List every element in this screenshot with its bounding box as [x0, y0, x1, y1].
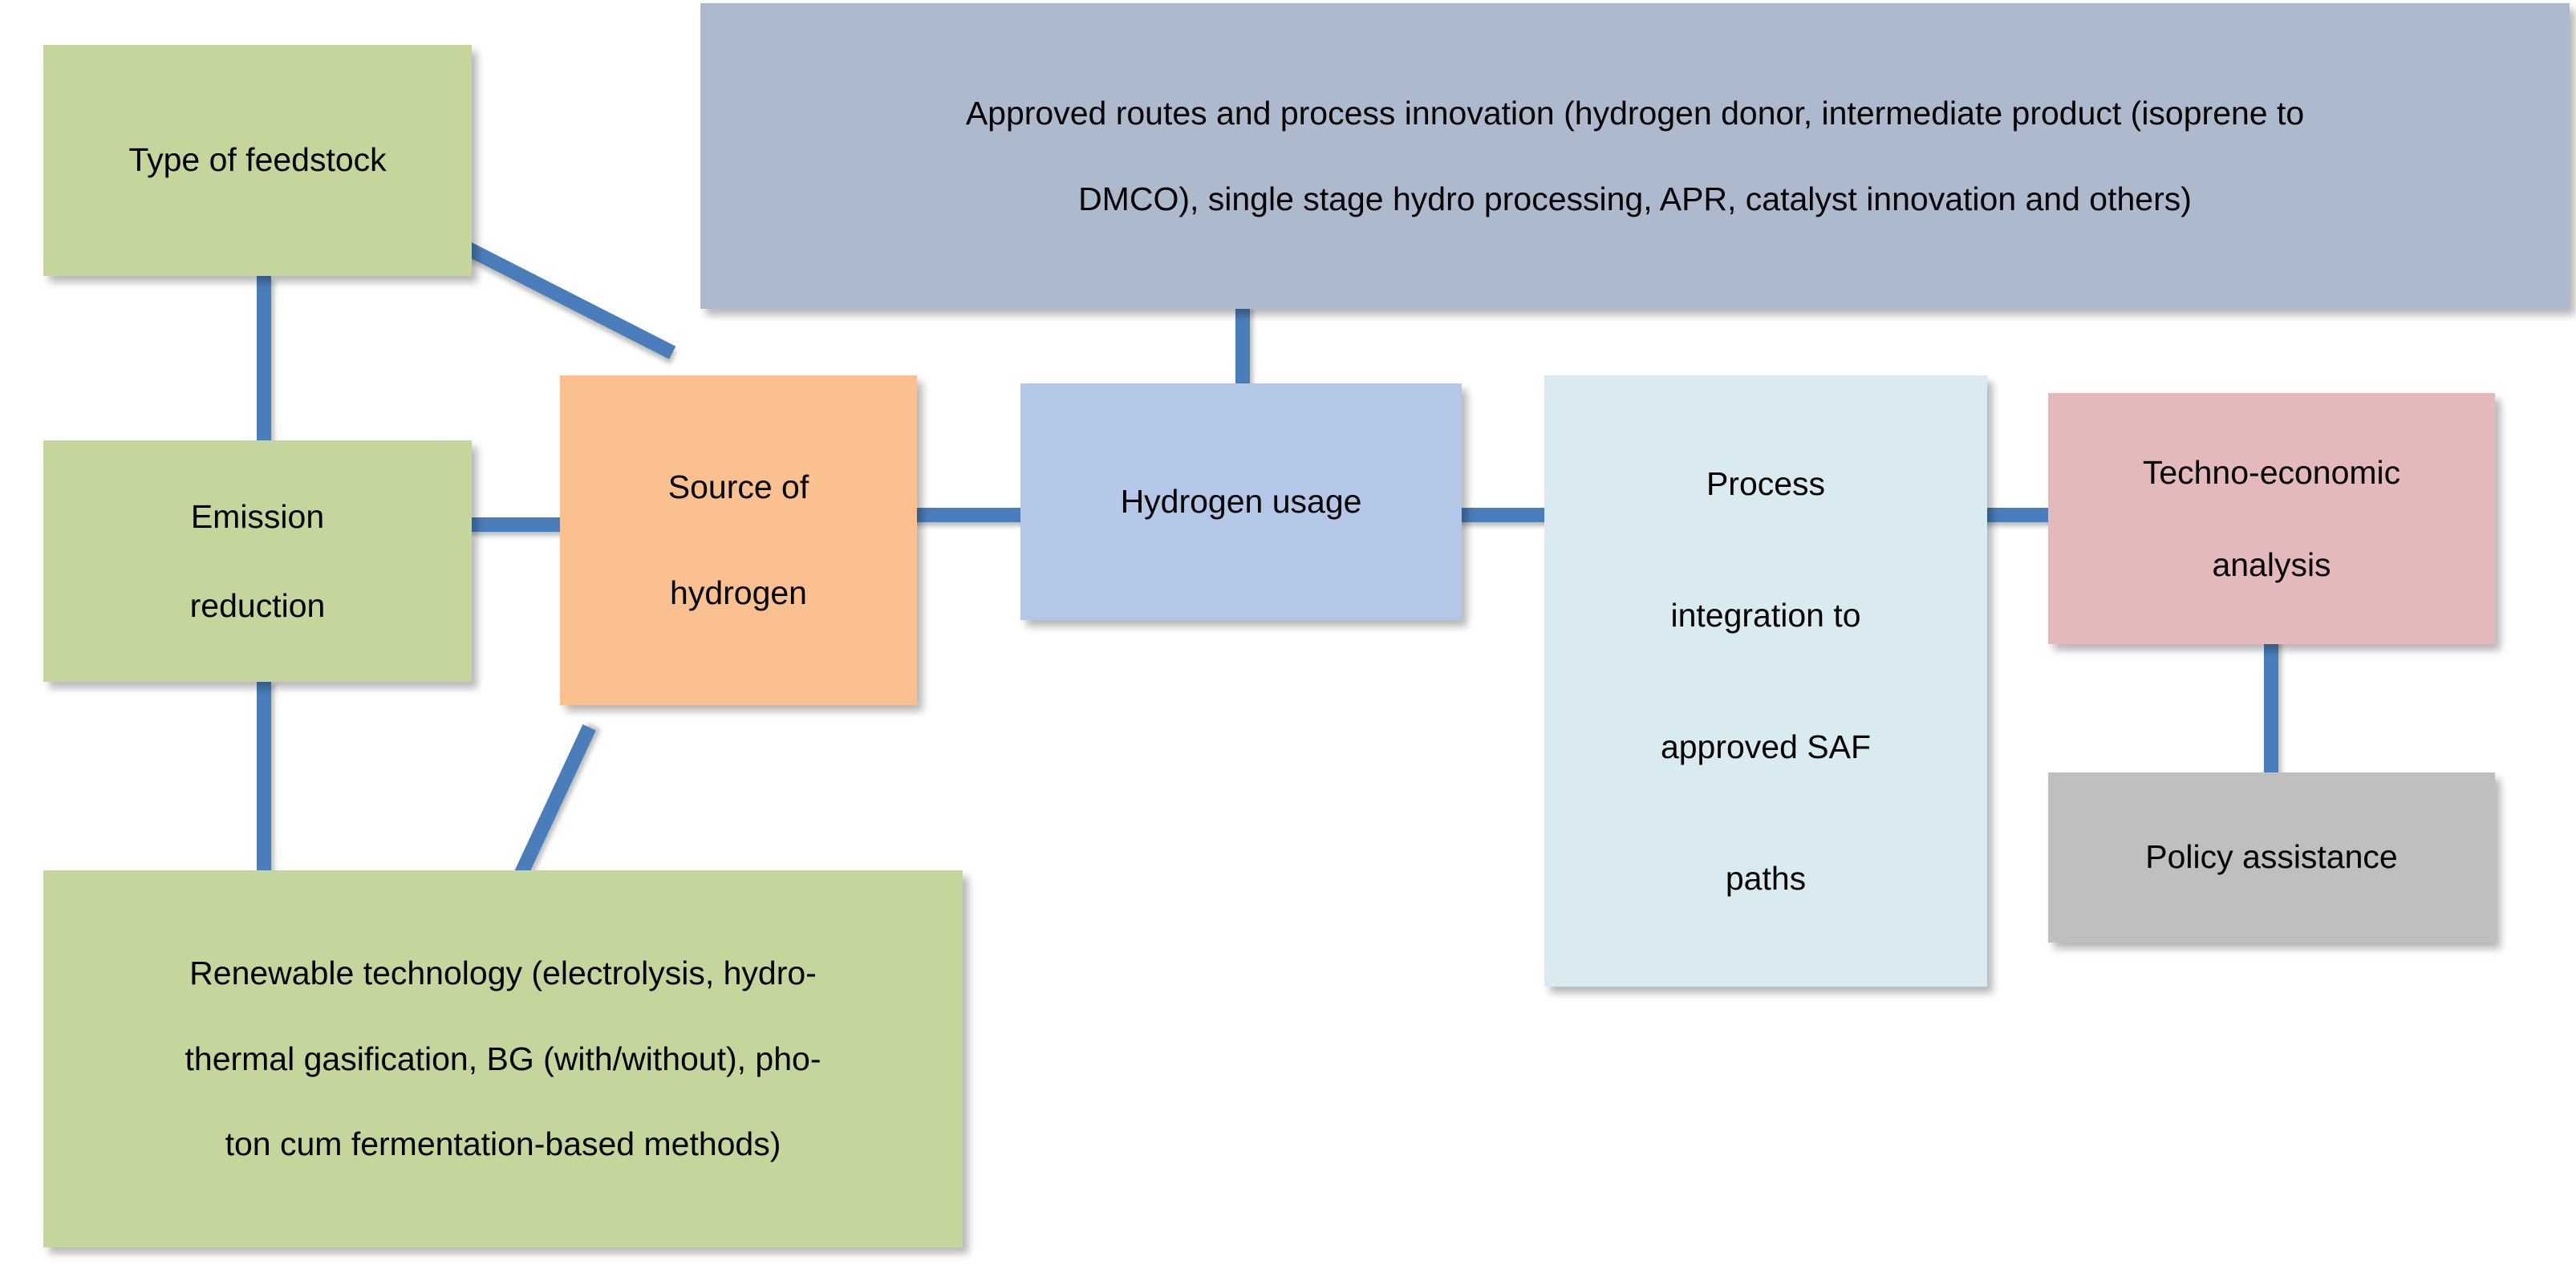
connector-approved-routes-to-hydrogen-usage	[1235, 305, 1250, 389]
node-policy-assistance[interactable]: Policy assistance	[2048, 772, 2495, 943]
node-approved-routes-and-process-innovation[interactable]: Approved routes and process innovation (…	[700, 3, 2570, 309]
node-approved-routes-line-2: DMCO), single stage hydro processing, AP…	[1078, 180, 2192, 217]
node-renewable-technology-line-1: Renewable technology (electrolysis, hydr…	[189, 955, 817, 992]
node-renewable-technology-line-2: thermal gasification, BG (with/without),…	[185, 1040, 821, 1077]
connector-techno-economic-to-policy-assistance	[2264, 638, 2278, 780]
node-source-of-hydrogen-line-2: hydrogen	[670, 574, 807, 611]
node-process-integration-to-approved-saf-paths[interactable]: Process integration to approved SAF path…	[1544, 375, 1987, 987]
node-source-of-hydrogen[interactable]: Source of hydrogen	[560, 375, 917, 705]
node-techno-economic-line-2: analysis	[2212, 545, 2331, 583]
node-renewable-technology[interactable]: Renewable technology (electrolysis, hydr…	[43, 870, 963, 1247]
node-techno-economic-line-1: Techno-economic	[2142, 453, 2401, 491]
connector-feedstock-to-source-of-hydrogen	[447, 233, 676, 359]
node-emission-reduction[interactable]: Emission reduction	[43, 440, 472, 682]
connector-source-of-hydrogen-to-renewable-technology	[510, 724, 596, 885]
node-process-integration-line-3: approved SAF	[1660, 728, 1872, 765]
connector-emission-reduction-to-source-of-hydrogen	[469, 517, 566, 532]
connector-source-of-hydrogen-to-hydrogen-usage	[906, 508, 1030, 522]
node-emission-reduction-line-2: reduction	[189, 586, 326, 624]
node-type-of-feedstock-line-1: Type of feedstock	[128, 141, 387, 179]
node-hydrogen-usage-line-1: Hydrogen usage	[1120, 482, 1362, 520]
connector-feedstock-to-emission-reduction	[257, 276, 271, 444]
node-source-of-hydrogen-line-1: Source of	[667, 468, 809, 506]
node-approved-routes-line-1: Approved routes and process innovation (…	[965, 94, 2305, 132]
connector-emission-reduction-to-renewable-technology	[257, 680, 271, 877]
node-hydrogen-usage[interactable]: Hydrogen usage	[1020, 383, 1462, 620]
connector-process-integration-to-techno-economic	[1978, 508, 2059, 522]
node-process-integration-line-2: integration to	[1670, 597, 1861, 634]
node-emission-reduction-line-1: Emission	[190, 497, 325, 535]
node-process-integration-line-1: Process	[1706, 465, 1826, 502]
node-renewable-technology-line-3: ton cum fermentation-based methods)	[225, 1125, 781, 1163]
node-techno-economic-analysis[interactable]: Techno-economic analysis	[2048, 393, 2495, 644]
connector-hydrogen-usage-to-process-integration	[1454, 508, 1554, 522]
node-policy-assistance-line-1: Policy assistance	[2145, 838, 2398, 876]
node-process-integration-line-4: paths	[1725, 860, 1807, 897]
node-type-of-feedstock[interactable]: Type of feedstock	[43, 45, 472, 276]
